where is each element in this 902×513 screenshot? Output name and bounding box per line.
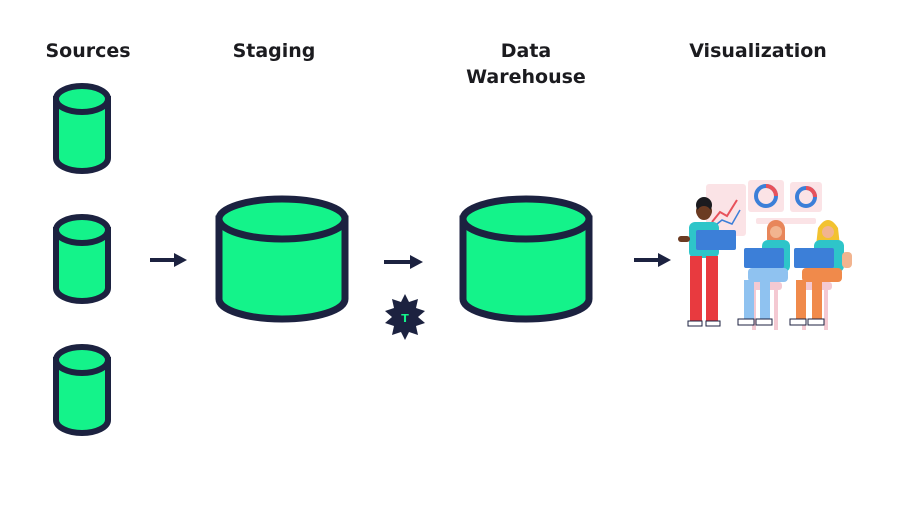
source-cylinder-1 (53, 83, 111, 174)
staging-cylinder (215, 195, 349, 323)
warehouse-cylinder (459, 195, 593, 323)
visualization-title: Visualization (689, 40, 827, 62)
laptop (794, 248, 834, 268)
arrow-sources-to-staging (150, 253, 187, 267)
sources-title: Sources (45, 40, 131, 62)
donut-chart-card (748, 180, 784, 212)
visualization-illustration (678, 180, 852, 330)
standing-person (678, 197, 736, 327)
transform-badge-label: T (401, 312, 409, 325)
staging-title: Staging (232, 40, 316, 62)
source-cylinder-3 (53, 344, 111, 436)
transform-badge: T (385, 294, 425, 340)
laptop (696, 230, 736, 250)
seated-person-1 (737, 220, 790, 326)
warehouse-title-line2: Warehouse (466, 66, 586, 88)
arrow-warehouse-to-visualization (634, 253, 671, 267)
arrow-staging-to-warehouse (384, 255, 423, 269)
seated-person-2 (789, 220, 852, 326)
laptop (744, 248, 784, 268)
warehouse-title-line1: Data (500, 40, 552, 62)
source-cylinder-2 (53, 214, 111, 304)
